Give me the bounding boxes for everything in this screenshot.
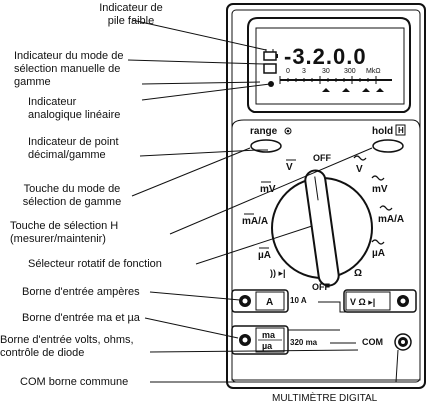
ma-terminal-text: ma <box>262 330 276 340</box>
dial-ua-dc: µA <box>258 250 271 261</box>
dial-v-dc: V <box>286 162 293 173</box>
hold-key-label: Touche de sélection H (mesurer/maintenir… <box>10 220 119 245</box>
volt-terminal-text: V Ω ▸| <box>350 297 375 307</box>
range-mode-key-label: Touche du mode de sélection de gamme <box>22 183 122 208</box>
range-mode-box-icon <box>263 63 277 74</box>
range-button-label: range <box>250 126 278 137</box>
dial-v-ac: V <box>356 164 363 175</box>
ua-terminal-text: µa <box>262 341 273 351</box>
dial-mv-dc: mV <box>260 184 276 195</box>
ac-markers-icon <box>353 155 393 245</box>
decimal-point-indicator-label: Indicateur de point décimal/gamme <box>28 136 119 161</box>
decimal-marker-icons <box>322 88 384 92</box>
dial-ma-dc: mA/A <box>242 216 268 227</box>
range-mode-indicator-label: Indicateur du mode de sélection manuelle… <box>14 50 124 88</box>
scale-300: 300 <box>344 68 356 75</box>
scale-30: 30 <box>322 68 330 75</box>
scale-3: 3 <box>302 68 306 75</box>
terminal-connectors <box>288 301 396 344</box>
hold-button[interactable] <box>372 139 404 153</box>
ma-rating: 320 ma <box>290 338 318 347</box>
dial-knob <box>304 169 340 287</box>
analog-indicator-label: Indicateur analogique linéaire <box>28 96 121 121</box>
dc-markers-icon <box>244 159 296 249</box>
diagram-caption: MULTIMÈTRE DIGITAL <box>272 393 378 404</box>
lcd-digits: -3.2.0.0 <box>284 44 367 69</box>
amp-terminal-label: Borne d'entrée ampères <box>22 286 140 298</box>
callout-leaders <box>127 19 399 383</box>
scale-0: 0 <box>286 68 290 75</box>
range-indicator-icon <box>284 127 292 135</box>
ma-terminal-label: Borne d'entrée ma et µa <box>22 312 140 324</box>
dial-mv-ac: mV <box>372 184 388 195</box>
com-terminal-jack[interactable] <box>394 333 412 351</box>
amp-rating: 10 A <box>290 296 307 305</box>
hold-symbol: H <box>398 126 404 135</box>
dial-ma-ac: mA/A <box>378 214 404 225</box>
low-battery-label: Indicateur de pile faible <box>99 2 163 27</box>
dial-ohm: Ω <box>354 268 362 279</box>
control-panel <box>231 119 421 381</box>
dial-ua-ac: µA <box>372 248 385 259</box>
com-terminal-text: COM <box>362 337 383 347</box>
callout-arrowheads <box>268 81 274 87</box>
rotary-selector-label: Sélecteur rotatif de fonction <box>28 258 162 270</box>
scale-unit: MkΩ <box>366 68 381 75</box>
range-button[interactable] <box>250 139 282 153</box>
dial-off-bottom: OFF <box>312 282 330 292</box>
amp-terminal-text: A <box>266 297 273 308</box>
dial-off-top: OFF <box>313 153 331 163</box>
hold-button-label: hold <box>372 126 393 137</box>
analog-ticks <box>279 76 377 84</box>
dial-diode-sound: )) ▸| <box>270 268 286 278</box>
com-terminal-label: COM borne commune <box>20 376 129 388</box>
hold-symbol-box <box>395 124 406 136</box>
volt-terminal-label: Borne d'entrée volts, ohms, contrôle de … <box>0 334 134 359</box>
